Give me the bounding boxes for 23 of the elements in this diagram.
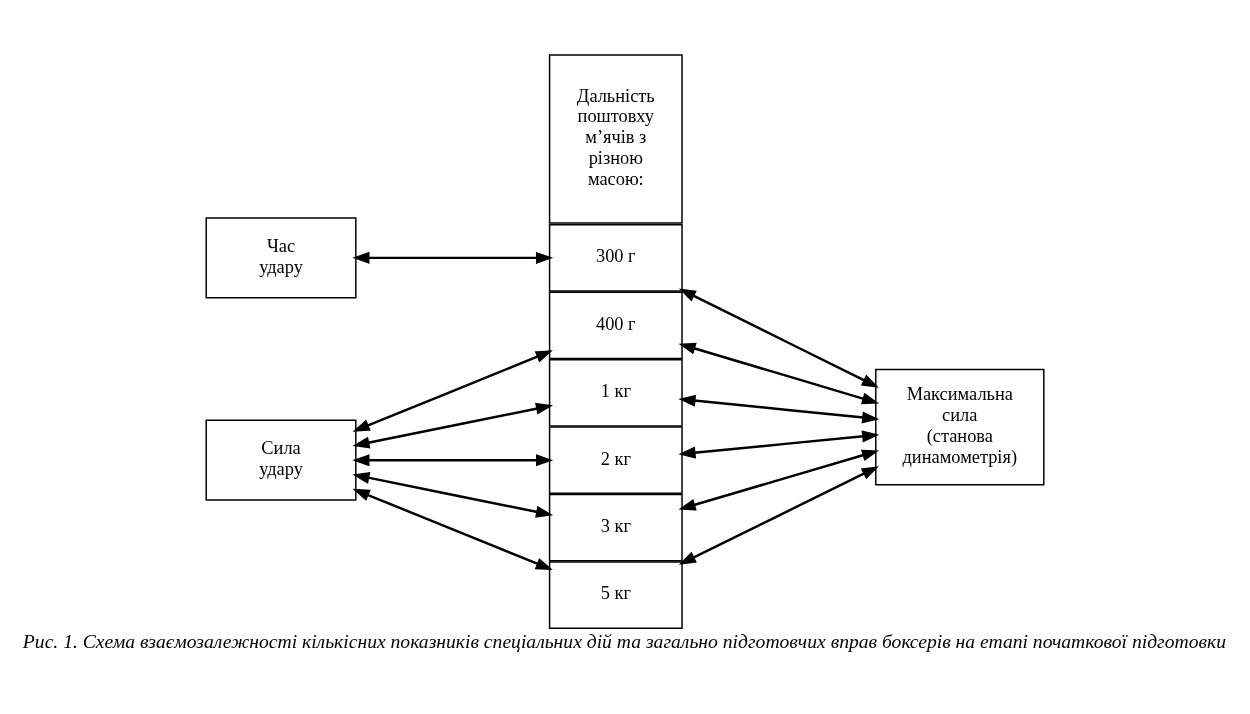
arrow <box>352 251 554 264</box>
node-box: 2 кг <box>548 425 683 494</box>
node-box: 3 кг <box>548 493 683 561</box>
node-box: Сила удару <box>205 419 357 501</box>
node-box: Час удару <box>205 216 357 298</box>
arrow <box>678 394 880 423</box>
caption: Рис. 1. Схема взаємозалежності кількісних показників спеціальних дій та загально підготовчих вправ боксерів на етапі початкової підготовки <box>22 630 1227 652</box>
node-box: 400 г <box>548 290 683 359</box>
arrow <box>678 465 879 565</box>
arrow <box>678 429 880 459</box>
node-box: 1 кг <box>548 358 683 427</box>
arrow <box>678 342 880 404</box>
arrow <box>352 488 553 570</box>
node-box: Дальність поштовху м’ячів з різною масою: <box>548 53 683 224</box>
arrow <box>352 453 554 466</box>
node-box: 300 г <box>548 223 683 292</box>
arrow <box>352 471 554 518</box>
arrow <box>352 402 554 448</box>
arrow <box>678 449 880 510</box>
node-box: Максимальна сила (станова динамометрія) <box>875 368 1045 485</box>
arrow <box>678 287 879 388</box>
node-box: 5 кг <box>548 560 683 629</box>
arrow <box>352 349 553 432</box>
